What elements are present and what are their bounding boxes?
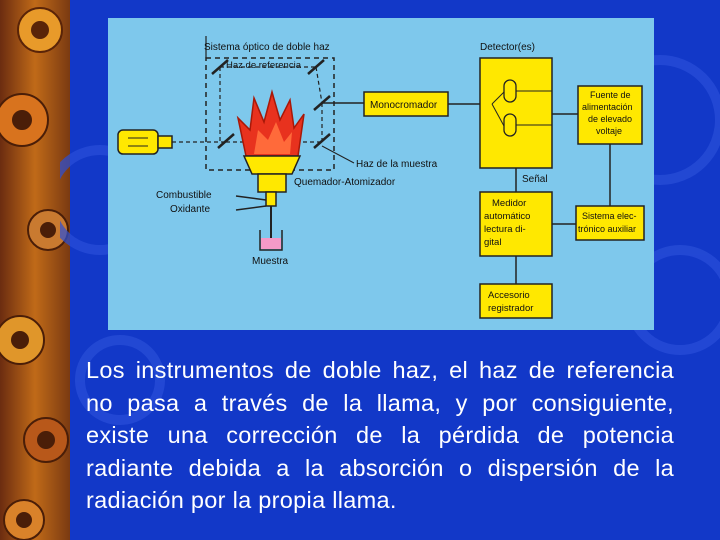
label-monocromador: Monocromador xyxy=(370,100,438,111)
label-sistema-electronico-2: trónico auxiliar xyxy=(578,224,636,234)
label-medidor-2: automático xyxy=(484,211,530,222)
gear-icon xyxy=(27,209,69,251)
gear-icon xyxy=(17,7,63,53)
label-fuente-2: alimentación xyxy=(582,102,633,112)
gear-icon xyxy=(0,93,49,147)
label-accesorio-2: registrador xyxy=(488,303,533,314)
label-medidor-1: Medidor xyxy=(492,198,526,209)
label-fuente-1: Fuente de xyxy=(590,90,631,100)
label-medidor-4: gital xyxy=(484,237,501,248)
mirror xyxy=(217,133,235,149)
sample-beaker-icon xyxy=(259,230,283,251)
label-accesorio-1: Accesorio xyxy=(488,290,530,301)
gear-icon xyxy=(23,417,69,463)
label-muestra: Muestra xyxy=(252,256,289,267)
label-sistema-electronico-1: Sistema elec- xyxy=(582,211,637,221)
recorder-box xyxy=(479,283,553,319)
label-haz-muestra: Haz de la muestra xyxy=(356,159,438,170)
diagram-background xyxy=(108,18,654,330)
gear-icon xyxy=(3,499,45,540)
label-haz-referencia: Haz de referencia xyxy=(226,60,302,71)
double-beam-aas-diagram: Sistema óptico de doble haz Haz de refer… xyxy=(108,18,654,330)
gear-icon xyxy=(0,315,45,365)
label-quemador: Quemador-Atomizador xyxy=(294,177,396,188)
decorative-gear-strip xyxy=(0,0,70,540)
label-sistema-optico: Sistema óptico de doble haz xyxy=(204,42,330,53)
power-supply-box xyxy=(577,85,643,145)
label-combustible: Combustible xyxy=(156,190,212,201)
label-oxidante: Oxidante xyxy=(170,204,210,215)
label-medidor-3: lectura di- xyxy=(484,224,526,235)
flame-icon xyxy=(236,89,305,157)
slide-caption: Los instrumentos de doble haz, el haz de… xyxy=(86,357,674,513)
label-detectores: Detector(es) xyxy=(480,42,535,53)
photomultiplier-icon xyxy=(491,79,552,137)
optical-system-box xyxy=(205,57,335,171)
label-senal: Señal xyxy=(522,174,548,185)
label-fuente-4: voltaje xyxy=(596,126,622,136)
label-fuente-3: de elevado xyxy=(588,114,632,124)
monochromator-box xyxy=(363,91,449,117)
hollow-cathode-lamp-icon xyxy=(117,129,173,155)
burner-icon xyxy=(235,155,302,248)
detectors-box xyxy=(479,57,553,169)
auxiliary-electronics-box xyxy=(575,205,645,241)
